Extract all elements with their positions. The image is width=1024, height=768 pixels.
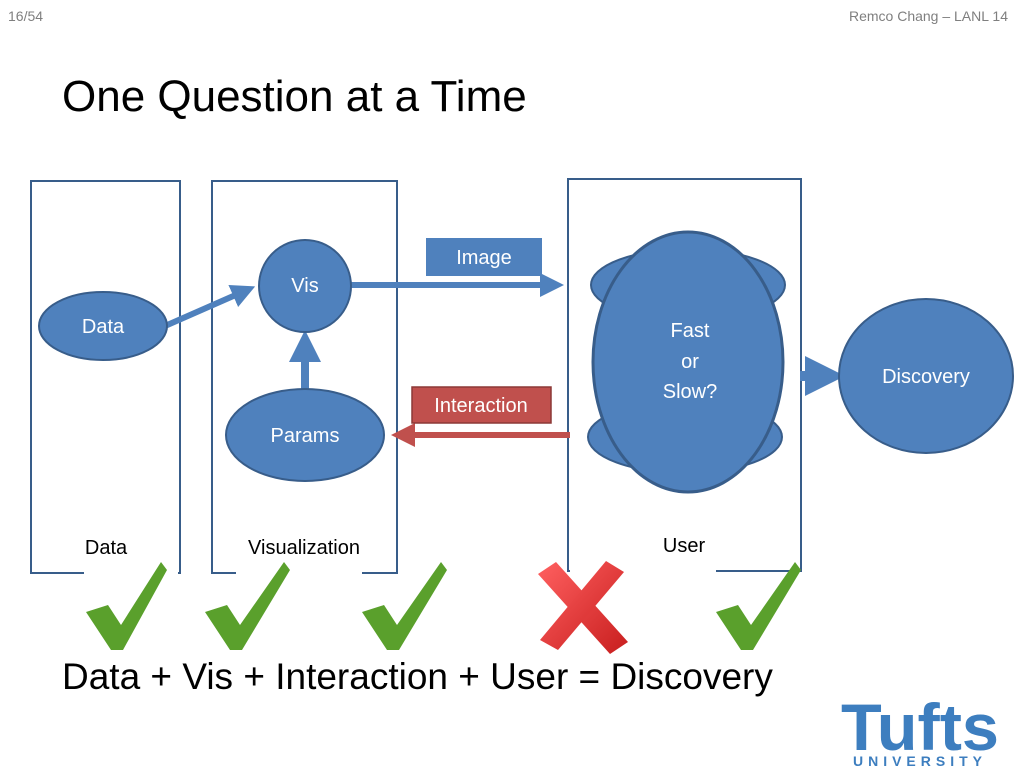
slide-title: One Question at a Time [62,72,527,121]
svg-text:Tufts: Tufts [841,690,999,764]
discovery-equation: Data + Vis + Interaction + User = Discov… [62,656,773,697]
check-icon-data [86,562,167,650]
discovery-node-label: Discovery [882,366,970,388]
data-column-box [30,180,181,574]
params-node-label: Params [271,425,340,447]
image-label: Image [456,247,512,269]
user-node-label-line3: Slow? [663,381,717,403]
vis-node [258,239,352,333]
discovery-node [838,298,1014,454]
tufts-university-logo: Tufts UNIVERSITY [841,690,999,768]
vis-node-label: Vis [291,275,318,297]
data-node [38,291,168,361]
user-node-label-line1: Fast [671,320,710,342]
author-footer: Remco Chang – LANL 14 [848,8,1008,24]
data-column-label: Data [85,537,128,559]
user-column-label: User [663,535,706,557]
user-node [587,230,786,494]
data-to-vis-arrow [163,285,256,329]
visualization-column-label: Visualization [248,537,360,559]
params-node [225,388,385,482]
data-node-label: Data [82,316,125,338]
check-icon-interaction [362,562,447,650]
image-label-box [426,238,542,276]
svg-text:UNIVERSITY: UNIVERSITY [853,753,987,768]
check-icon-discovery [716,562,801,650]
check-icon-visualization [205,562,290,650]
cross-icon-user [538,561,628,654]
user-node-label-line2: or [681,351,699,373]
page-number: 16/54 [8,8,44,24]
interaction-label-box [411,386,552,424]
interaction-label: Interaction [434,395,527,417]
